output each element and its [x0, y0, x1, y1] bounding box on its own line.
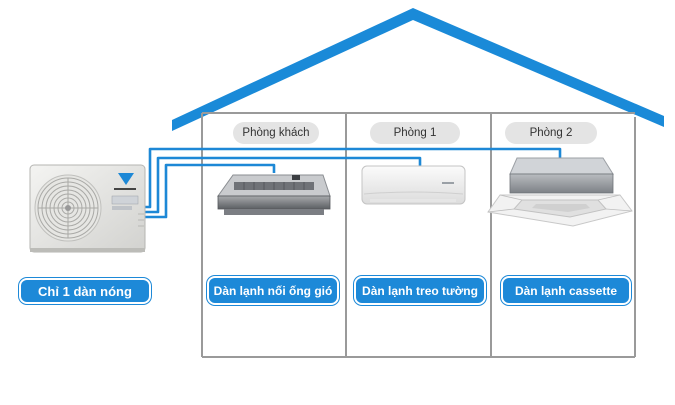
house-walls [201, 112, 636, 358]
room-unit-label-phong-1: Dàn lạnh treo tường [356, 278, 484, 303]
ducted-indoor-unit-icon [217, 174, 331, 215]
room-unit-label-phong-2: Dàn lạnh cassette [503, 278, 629, 303]
room-tag-phong-2: Phòng 2 [505, 122, 597, 144]
wall-mounted-indoor-unit-icon [361, 165, 466, 205]
room-tag-phong-khach: Phòng khách [233, 122, 319, 144]
outdoor-unit-icon [29, 164, 146, 253]
refrigerant-pipes [145, 147, 562, 219]
room-tag-phong-1: Phòng 1 [370, 122, 460, 144]
outdoor-unit-label: Chỉ 1 dàn nóng [21, 280, 149, 302]
room-unit-label-phong-khach: Dàn lạnh nối ống gió [209, 278, 337, 303]
cassette-indoor-unit-icon [487, 157, 633, 227]
